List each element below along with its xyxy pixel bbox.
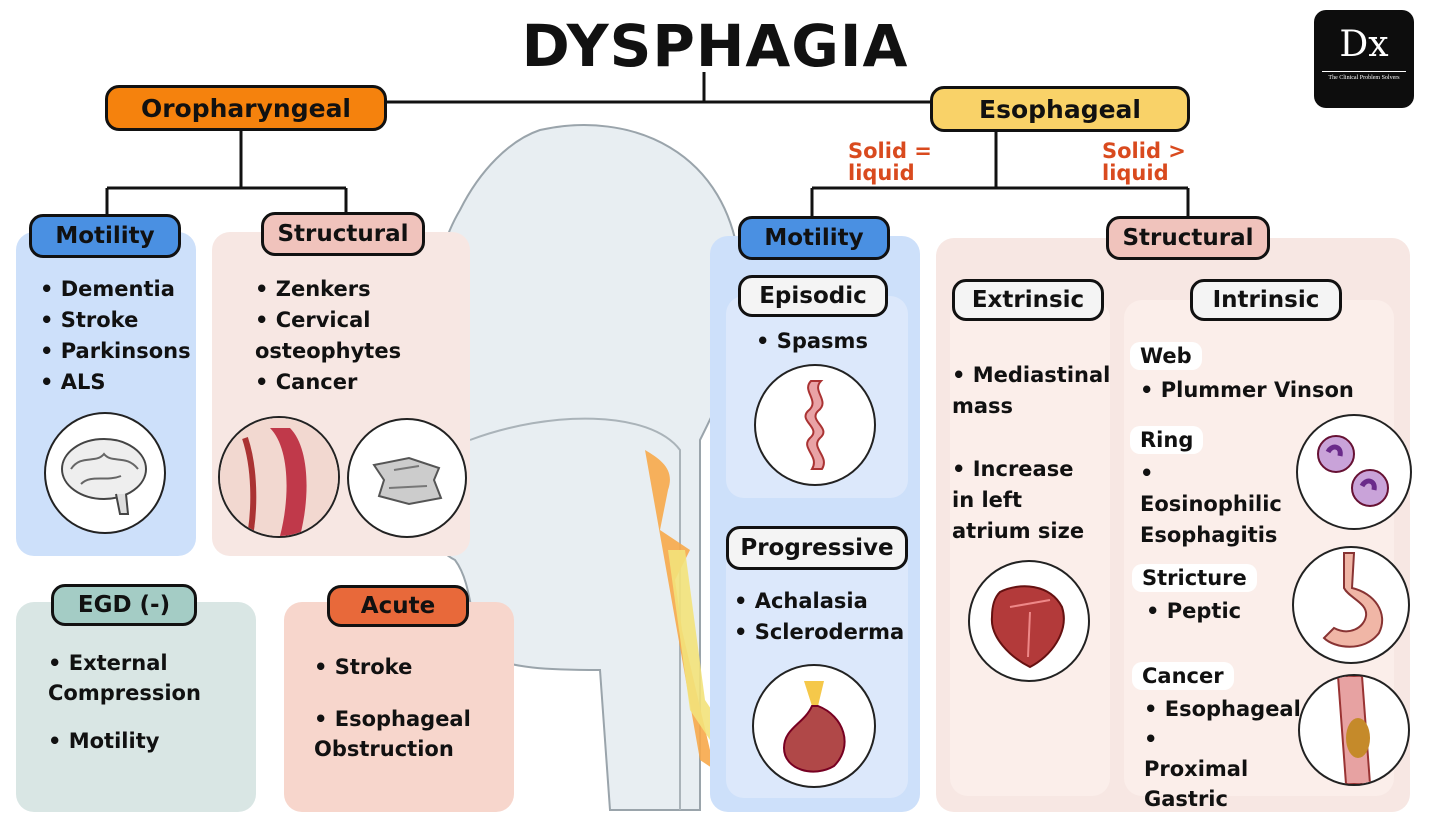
esophageal-motility-pill: Motility: [738, 216, 890, 260]
heart-icon: [968, 560, 1090, 682]
throat-anatomy-icon: [218, 416, 340, 538]
oropharyngeal-motility-list: Dementia Stroke Parkinsons ALS: [40, 274, 191, 398]
esophageal-structural-pill: Structural: [1106, 216, 1270, 260]
stomach-icon: [1292, 546, 1410, 664]
cancer-label: Cancer: [1132, 662, 1234, 690]
oropharyngeal-structural-list: Zenkers Cervical osteophytes Cancer: [255, 274, 425, 398]
list-item: Stroke: [314, 652, 484, 682]
list-item: Parkinsons: [40, 336, 191, 367]
solid-greater-liquid-label: Solid > liquid: [1102, 139, 1186, 185]
list-item: Stroke: [40, 305, 191, 336]
oropharyngeal-motility-pill: Motility: [29, 214, 181, 258]
oropharyngeal-structural-pill: Structural: [261, 212, 425, 256]
list-item: External Compression: [48, 648, 238, 708]
ring-label: Ring: [1130, 426, 1204, 454]
eosinophil-icon: [1296, 414, 1412, 530]
logo-subtitle: The Clinical Problem Solvers: [1322, 71, 1406, 81]
logo-mark: Dx: [1339, 24, 1389, 65]
list-item: Increase in left atrium size: [952, 454, 1102, 547]
list-item: Proximal Gastric: [1144, 724, 1264, 814]
list-item: Zenkers: [255, 274, 425, 305]
page-title: DYSPHAGIA: [521, 12, 909, 80]
egd-pill: EGD (-): [51, 584, 197, 626]
web-label: Web: [1130, 342, 1202, 370]
list-item: Esophageal: [1144, 694, 1301, 724]
cancer-list: Esophageal Proximal Gastric: [1144, 694, 1301, 814]
progressive-list: Achalasia Scleroderma: [734, 586, 904, 648]
episodic-pill: Episodic: [738, 275, 888, 317]
solid-equals-liquid-label: Solid = liquid: [848, 139, 932, 185]
brain-icon: [44, 412, 166, 534]
list-item: ALS: [40, 367, 191, 398]
list-item: Scleroderma: [734, 617, 904, 648]
list-item: Mediastinal mass: [952, 360, 1112, 422]
list-item: Eosinophilic Esophagitis: [1140, 458, 1300, 551]
acute-pill: Acute: [327, 585, 469, 627]
logo: Dx The Clinical Problem Solvers: [1314, 10, 1414, 108]
achalasia-icon: [752, 664, 876, 788]
egd-list: External Compression Motility: [48, 648, 238, 756]
list-item: Esophageal Obstruction: [314, 704, 484, 764]
list-item: Cancer: [255, 367, 425, 398]
ring-list: Eosinophilic Esophagitis: [1140, 458, 1300, 551]
list-item: Dementia: [40, 274, 191, 305]
acute-list: Stroke Esophageal Obstruction: [314, 652, 484, 764]
stricture-label: Stricture: [1132, 564, 1257, 592]
tumor-icon: [1298, 674, 1410, 786]
list-item: Achalasia: [734, 586, 904, 617]
web-list: Plummer Vinson: [1140, 375, 1354, 406]
spasm-esophagus-icon: [754, 364, 876, 486]
list-item: Cervical osteophytes: [255, 305, 425, 367]
extrinsic-list: Mediastinal mass Increase in left atrium…: [952, 360, 1112, 547]
list-item: Peptic: [1146, 596, 1241, 627]
extrinsic-pill: Extrinsic: [952, 279, 1104, 321]
intrinsic-pill: Intrinsic: [1190, 279, 1342, 321]
vertebra-icon: [347, 418, 467, 538]
episodic-list: Spasms: [756, 326, 868, 357]
stricture-list: Peptic: [1146, 596, 1241, 627]
progressive-pill: Progressive: [726, 526, 908, 570]
list-item: Plummer Vinson: [1140, 375, 1354, 406]
list-item: Spasms: [756, 326, 868, 357]
list-item: Motility: [48, 726, 238, 756]
oropharyngeal-header: Oropharyngeal: [105, 85, 387, 131]
esophageal-header: Esophageal: [930, 86, 1190, 132]
